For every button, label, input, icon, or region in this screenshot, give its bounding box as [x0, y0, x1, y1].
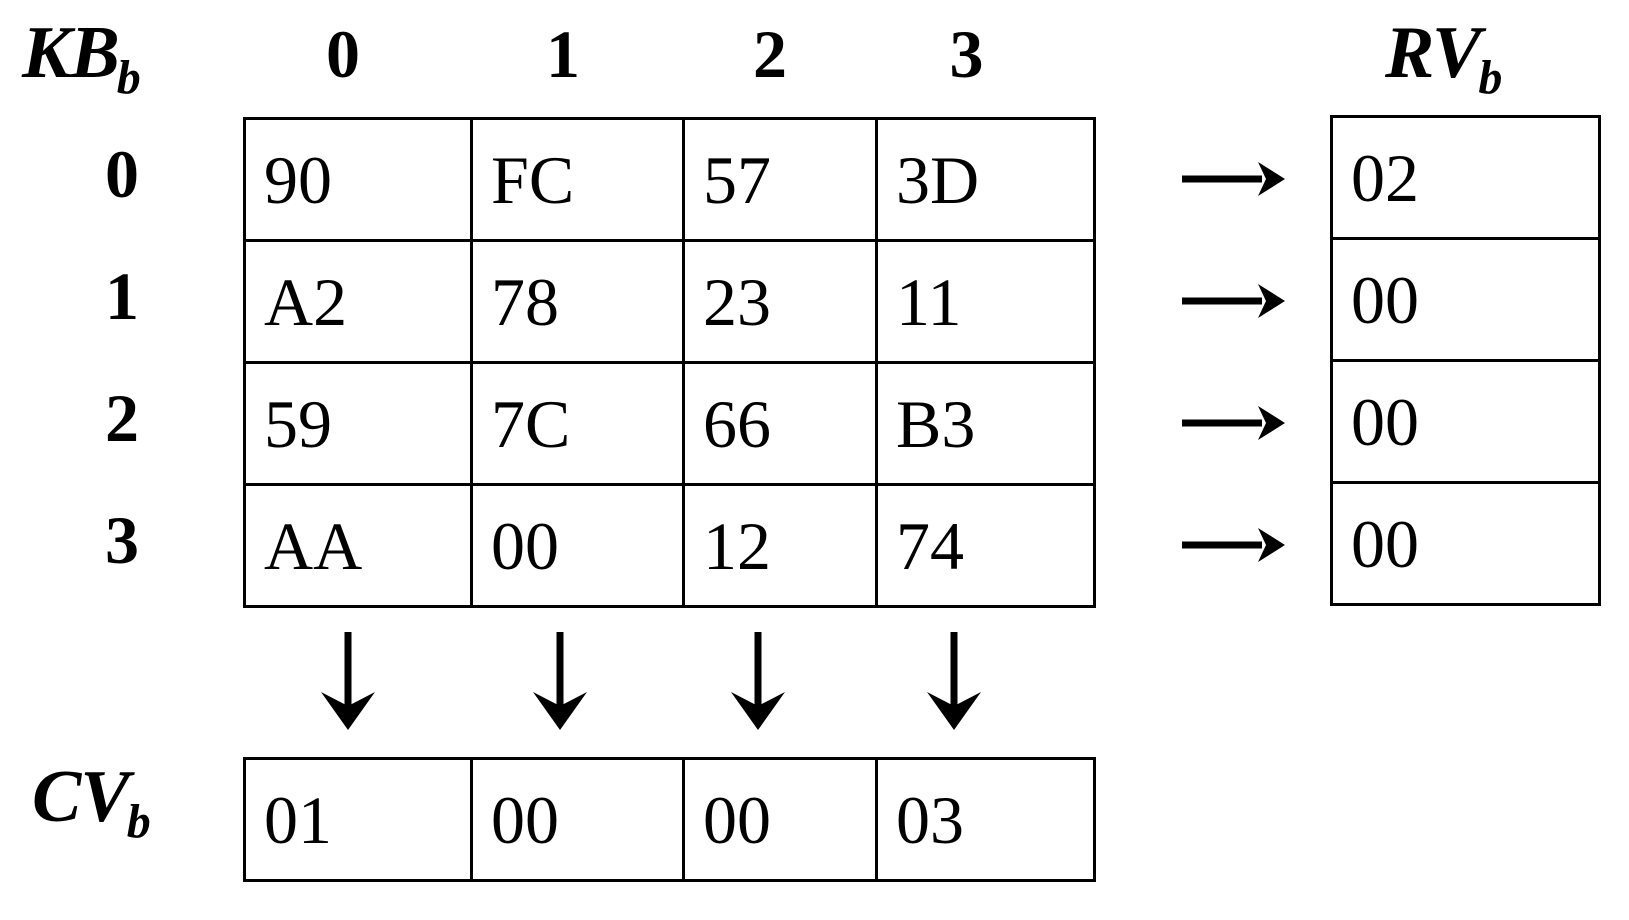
kb-cell-0-1[interactable]: FC [470, 117, 685, 242]
table-row: 90 FC 57 3D [243, 117, 1096, 242]
kb-matrix-table: 90 FC 57 3D A2 78 23 11 59 7C 66 B3 AA 0… [243, 117, 1096, 608]
kb-cell-2-2[interactable]: 66 [682, 361, 878, 486]
cv-cell-0[interactable]: 01 [243, 757, 473, 882]
kb-cell-3-2[interactable]: 12 [682, 483, 878, 608]
row-vector-label-rv-subscript: b [1478, 51, 1502, 104]
table-row: 00 [1330, 359, 1601, 484]
row-header-0: 0 [105, 136, 139, 212]
down-arrow-icon-col-2 [688, 630, 828, 730]
kb-cell-3-3[interactable]: 74 [875, 483, 1096, 608]
down-arrow-icon-col-1 [490, 630, 630, 730]
kb-cell-0-2[interactable]: 57 [682, 117, 878, 242]
row-header-1: 1 [105, 258, 139, 334]
kb-cell-1-3[interactable]: 11 [875, 239, 1096, 364]
rv-cell-2[interactable]: 00 [1330, 359, 1601, 484]
right-arrow-icon-row-3 [1180, 521, 1285, 569]
column-header-3: 3 [949, 16, 984, 92]
kb-cell-0-3[interactable]: 3D [875, 117, 1096, 242]
column-vector-label-cv-base: CV [32, 756, 130, 838]
matrix-label-kb-subscript: b [116, 51, 141, 104]
column-vector-label-cv-subscript: b [126, 795, 151, 848]
right-arrow-icon-row-2 [1180, 399, 1285, 447]
matrix-label-kb-base: KB [22, 12, 120, 94]
kb-cell-2-0[interactable]: 59 [243, 361, 473, 486]
kb-cell-2-1[interactable]: 7C [470, 361, 685, 486]
column-header-2: 2 [753, 16, 787, 92]
table-row: A2 78 23 11 [243, 239, 1096, 364]
kb-cell-0-0[interactable]: 90 [243, 117, 473, 242]
table-row: 00 [1330, 237, 1601, 362]
kb-cell-3-1[interactable]: 00 [470, 483, 685, 608]
cv-cell-3[interactable]: 03 [875, 757, 1096, 882]
row-header-2: 2 [105, 380, 139, 456]
column-header-1: 1 [546, 16, 580, 92]
column-vector-label-cv: CVb [32, 760, 152, 846]
matrix-label-kb: KBb [22, 16, 142, 102]
rv-cell-0[interactable]: 02 [1330, 115, 1601, 240]
column-header-0: 0 [326, 16, 360, 92]
table-row: 00 [1330, 481, 1601, 606]
down-arrow-icon-col-0 [278, 630, 418, 730]
table-row: 01 00 00 03 [243, 757, 1096, 882]
kb-cell-1-0[interactable]: A2 [243, 239, 473, 364]
down-arrow-icon-col-3 [884, 630, 1024, 730]
rv-cell-3[interactable]: 00 [1330, 481, 1601, 606]
right-arrow-icon-row-0 [1180, 155, 1285, 203]
kb-cell-3-0[interactable]: AA [243, 483, 473, 608]
rv-vector-table: 02 00 00 00 [1330, 115, 1601, 606]
rv-cell-1[interactable]: 00 [1330, 237, 1601, 362]
table-row: 02 [1330, 115, 1601, 240]
right-arrow-icon-row-1 [1180, 277, 1285, 325]
row-vector-label-rv-base: RV [1385, 12, 1481, 94]
cv-vector-table: 01 00 00 03 [243, 757, 1096, 882]
row-header-3: 3 [105, 502, 139, 578]
table-row: 59 7C 66 B3 [243, 361, 1096, 486]
kb-cell-2-3[interactable]: B3 [875, 361, 1096, 486]
cv-cell-2[interactable]: 00 [682, 757, 878, 882]
kb-cell-1-1[interactable]: 78 [470, 239, 685, 364]
table-row: AA 00 12 74 [243, 483, 1096, 608]
kb-cell-1-2[interactable]: 23 [682, 239, 878, 364]
cv-cell-1[interactable]: 00 [470, 757, 685, 882]
row-vector-label-rv: RVb [1385, 16, 1503, 102]
